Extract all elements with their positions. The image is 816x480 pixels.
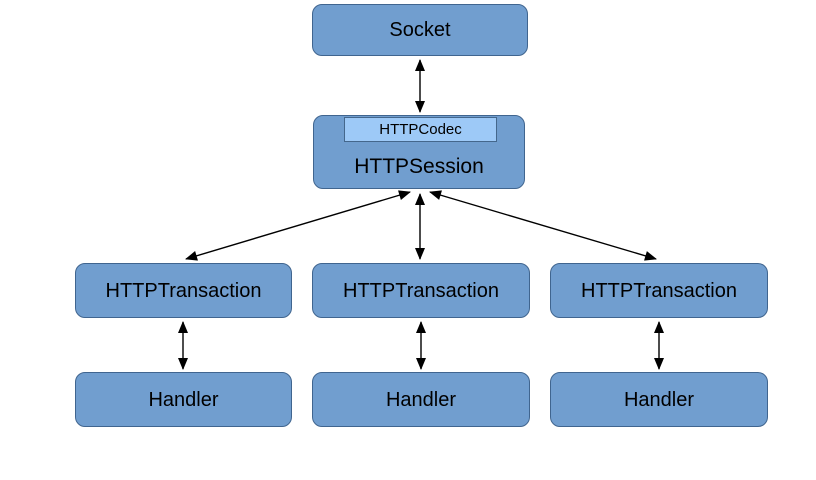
node-handler-1-label: Handler [148,388,219,411]
node-httptransaction-1: HTTPTransaction [75,263,292,318]
node-handler-1: Handler [75,372,292,427]
node-httptransaction-2-label: HTTPTransaction [343,279,499,302]
node-httpsession-label: HTTPSession [354,154,484,178]
node-httpsession: HTTPCodec HTTPSession [313,115,525,189]
node-httptransaction-1-label: HTTPTransaction [105,279,262,302]
edge-session-transaction-1 [185,190,411,261]
node-handler-3: Handler [550,372,768,427]
node-httptransaction-3-label: HTTPTransaction [581,279,737,302]
node-httpcodec-label: HTTPCodec [379,121,462,138]
node-socket: Socket [312,4,528,56]
node-httptransaction-3: HTTPTransaction [550,263,768,318]
node-handler-2-label: Handler [385,388,457,411]
node-handler-2: Handler [312,372,530,427]
node-httptransaction-2: HTTPTransaction [312,263,530,318]
node-httpcodec: HTTPCodec [344,117,497,142]
node-socket-label: Socket [389,19,451,41]
node-handler-3-label: Handler [623,388,695,411]
edge-session-transaction-3 [429,190,657,261]
